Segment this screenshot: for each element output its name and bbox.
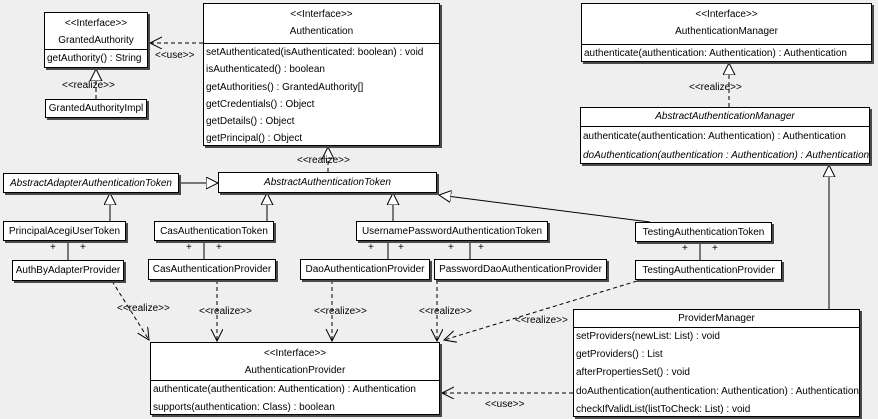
realize-label: <<realize>> [117,303,170,314]
class-cas-authentication-provider[interactable]: CasAuthenticationProvider [148,259,276,280]
multiplicity-label: + [80,242,86,253]
class-granted-authority[interactable]: <<Interface>> GrantedAuthority getAuthor… [44,12,148,68]
generalization-testingtoken-to-abstracttoken [439,195,651,223]
method-label: checkIfValidList(listToCheck: List) : vo… [576,403,751,415]
class-abstract-authentication-manager[interactable]: AbstractAuthenticationManager authentica… [580,107,870,164]
class-header: <<Interface>> AuthenticationManager [582,4,871,45]
use-label: <<use>> [155,50,195,61]
class-abstract-authentication-token[interactable]: AbstractAuthenticationToken [218,172,437,193]
class-provider-manager[interactable]: ProviderManager setProviders(newList: Li… [573,309,860,417]
method-label: getCredentials() : Object [206,98,315,110]
class-header: <<Interface>> AuthenticationProvider [151,343,439,381]
class-header: <<Interface>> Authentication [204,4,439,44]
class-dao-authentication-provider[interactable]: DaoAuthenticationProvider [300,259,430,280]
method-label: doAuthentication(authentication : Authen… [583,150,869,161]
class-cas-authentication-token[interactable]: CasAuthenticationToken [154,221,274,241]
class-name: GrantedAuthorityImpl [48,103,144,114]
class-granted-authority-impl[interactable]: GrantedAuthorityImpl [45,99,147,118]
realize-label: <<realize>> [515,315,568,326]
class-header: <<Interface>> GrantedAuthority [45,13,147,50]
method-label: getProviders() : List [576,349,663,361]
realize-label: <<realize>> [689,82,742,93]
stereotype-label: <<Interface>> [290,9,353,20]
class-name: TestingAuthenticationProvider [642,264,775,276]
class-name: ProviderManager [574,310,859,328]
realize-label: <<realize>> [419,306,472,317]
stereotype-label: <<Interface>> [263,348,327,359]
class-name: AbstractAuthenticationToken [264,177,391,188]
class-authentication-manager[interactable]: <<Interface>> AuthenticationManager auth… [581,3,872,62]
multiplicity-label: + [478,242,484,253]
method-label: getPrincipal() : Object [206,133,303,145]
class-abstract-adapter-authentication-token[interactable]: AbstractAdapterAuthenticationToken [3,173,179,193]
class-name: TestingAuthenticationToken [642,226,765,238]
multiplicity-label: + [186,242,192,253]
method-label: doAuthentication(authentication: Authent… [576,385,859,397]
class-testing-authentication-provider[interactable]: TestingAuthenticationProvider [635,260,782,280]
multiplicity-label: + [50,242,56,253]
class-authentication-provider[interactable]: <<Interface>> AuthenticationProvider aut… [150,342,440,415]
use-label: <<use>> [485,399,525,410]
method-label: getAuthorities() : GrantedAuthority[] [206,81,364,93]
class-name: AuthenticationManager [675,26,778,37]
class-name: DaoAuthenticationProvider [305,264,425,275]
class-name: CasAuthenticationToken [160,225,268,237]
realize-label: <<realize>> [314,306,367,317]
class-username-password-authentication-token[interactable]: UsernamePasswordAuthenticationToken [356,221,548,241]
class-name: GrantedAuthority [58,35,134,46]
method-label: setProviders(newList: List) : void [576,331,720,342]
class-name: Authentication [289,26,354,37]
method-label: supports(authentication: Class) : boolea… [153,401,335,413]
class-name: PrincipalAcegiUserToken [8,225,121,237]
method-label: authenticate(authentication: Authenticat… [153,384,416,395]
method-label: getAuthority() : String [47,53,142,64]
class-name: UsernamePasswordAuthenticationToken [361,225,543,237]
class-password-dao-authentication-provider[interactable]: PasswordDaoAuthenticationProvider [434,259,607,280]
class-name: AuthenticationProvider [244,365,346,376]
stereotype-label: <<Interface>> [64,18,128,29]
method-label: isAuthenticated() : boolean [206,64,325,76]
method-label: getDetails() : Object [206,116,295,128]
class-name: AbstractAdapterAuthenticationToken [10,177,172,189]
class-name: AuthByAdapterProvider [15,265,121,276]
multiplicity-label: + [448,242,454,253]
class-auth-by-adapter-provider[interactable]: AuthByAdapterProvider [12,260,124,281]
class-principal-acegi-user-token[interactable]: PrincipalAcegiUserToken [3,221,126,241]
multiplicity-label: + [216,242,222,253]
method-label: authenticate(authentication: Authenticat… [583,131,846,142]
class-name: AbstractAuthenticationManager [581,108,869,127]
realize-label: <<realize>> [297,155,350,166]
realize-label: <<realize>> [199,306,252,317]
realize-label: <<realize>> [62,80,115,91]
multiplicity-label: + [682,243,688,254]
multiplicity-label: + [368,242,374,253]
method-label: authenticate(authentication: Authenticat… [584,48,847,59]
stereotype-label: <<Interface>> [695,9,758,20]
class-name: PasswordDaoAuthenticationProvider [439,264,602,275]
class-name: CasAuthenticationProvider [152,264,272,275]
method-label: afterPropertiesSet() : void [576,367,690,379]
multiplicity-label: + [398,242,404,253]
class-authentication[interactable]: <<Interface>> Authentication setAuthenti… [203,3,440,146]
method-label: setAuthenticated(isAuthenticated: boolea… [206,47,424,58]
class-testing-authentication-token[interactable]: TestingAuthenticationToken [635,222,772,242]
multiplicity-label: + [712,243,718,254]
